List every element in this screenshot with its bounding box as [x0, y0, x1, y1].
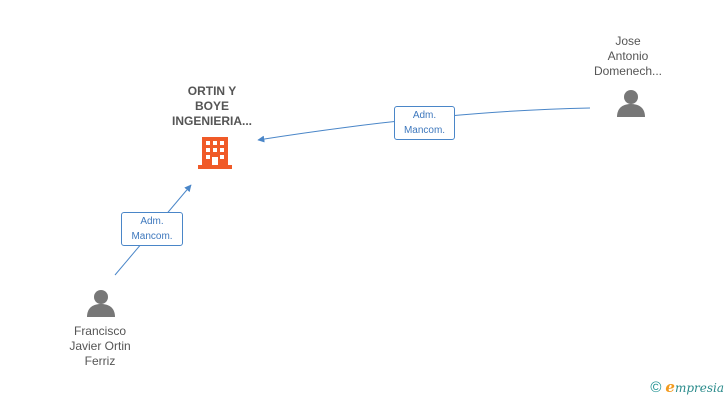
brand-logo-rest: mpresia	[674, 381, 724, 395]
brand-watermark: © empresia	[650, 378, 724, 396]
person-name-line-3: Ferriz	[84, 354, 116, 368]
company-name-line-1: ORTIN Y	[187, 84, 237, 98]
person-icon[interactable]	[616, 89, 646, 117]
person-name-line-1: Jose	[615, 34, 641, 48]
brand-logo-e: e	[665, 378, 675, 396]
company-name-line-2: BOYE	[194, 99, 229, 113]
edge-label-jose[interactable]: Adm. Mancom.	[394, 106, 455, 140]
person-name-line-3: Domenech...	[593, 64, 663, 78]
person-name-line-2: Antonio	[607, 49, 649, 63]
edge-label-line-2: Mancom.	[403, 125, 446, 136]
person-name-line-1: Francisco	[73, 324, 126, 338]
edge-label-line-1: Adm.	[140, 216, 164, 227]
edge-label-francisco[interactable]: Adm. Mancom.	[121, 212, 183, 246]
person-name-jose[interactable]: Jose Antonio Domenech...	[576, 34, 680, 79]
building-icon[interactable]	[198, 135, 232, 171]
person-name-francisco[interactable]: Francisco Javier Ortin Ferriz	[48, 324, 152, 369]
edge-label-line-2: Mancom.	[131, 231, 173, 242]
company-name[interactable]: ORTIN Y BOYE INGENIERIA...	[152, 84, 272, 129]
edge-label-line-1: Adm.	[412, 110, 437, 121]
company-name-line-3: INGENIERIA...	[171, 114, 252, 128]
person-name-line-2: Javier Ortin	[69, 339, 131, 353]
person-icon[interactable]	[86, 289, 116, 317]
brand-logo: empresia	[665, 378, 724, 396]
copyright-icon: ©	[650, 378, 662, 396]
